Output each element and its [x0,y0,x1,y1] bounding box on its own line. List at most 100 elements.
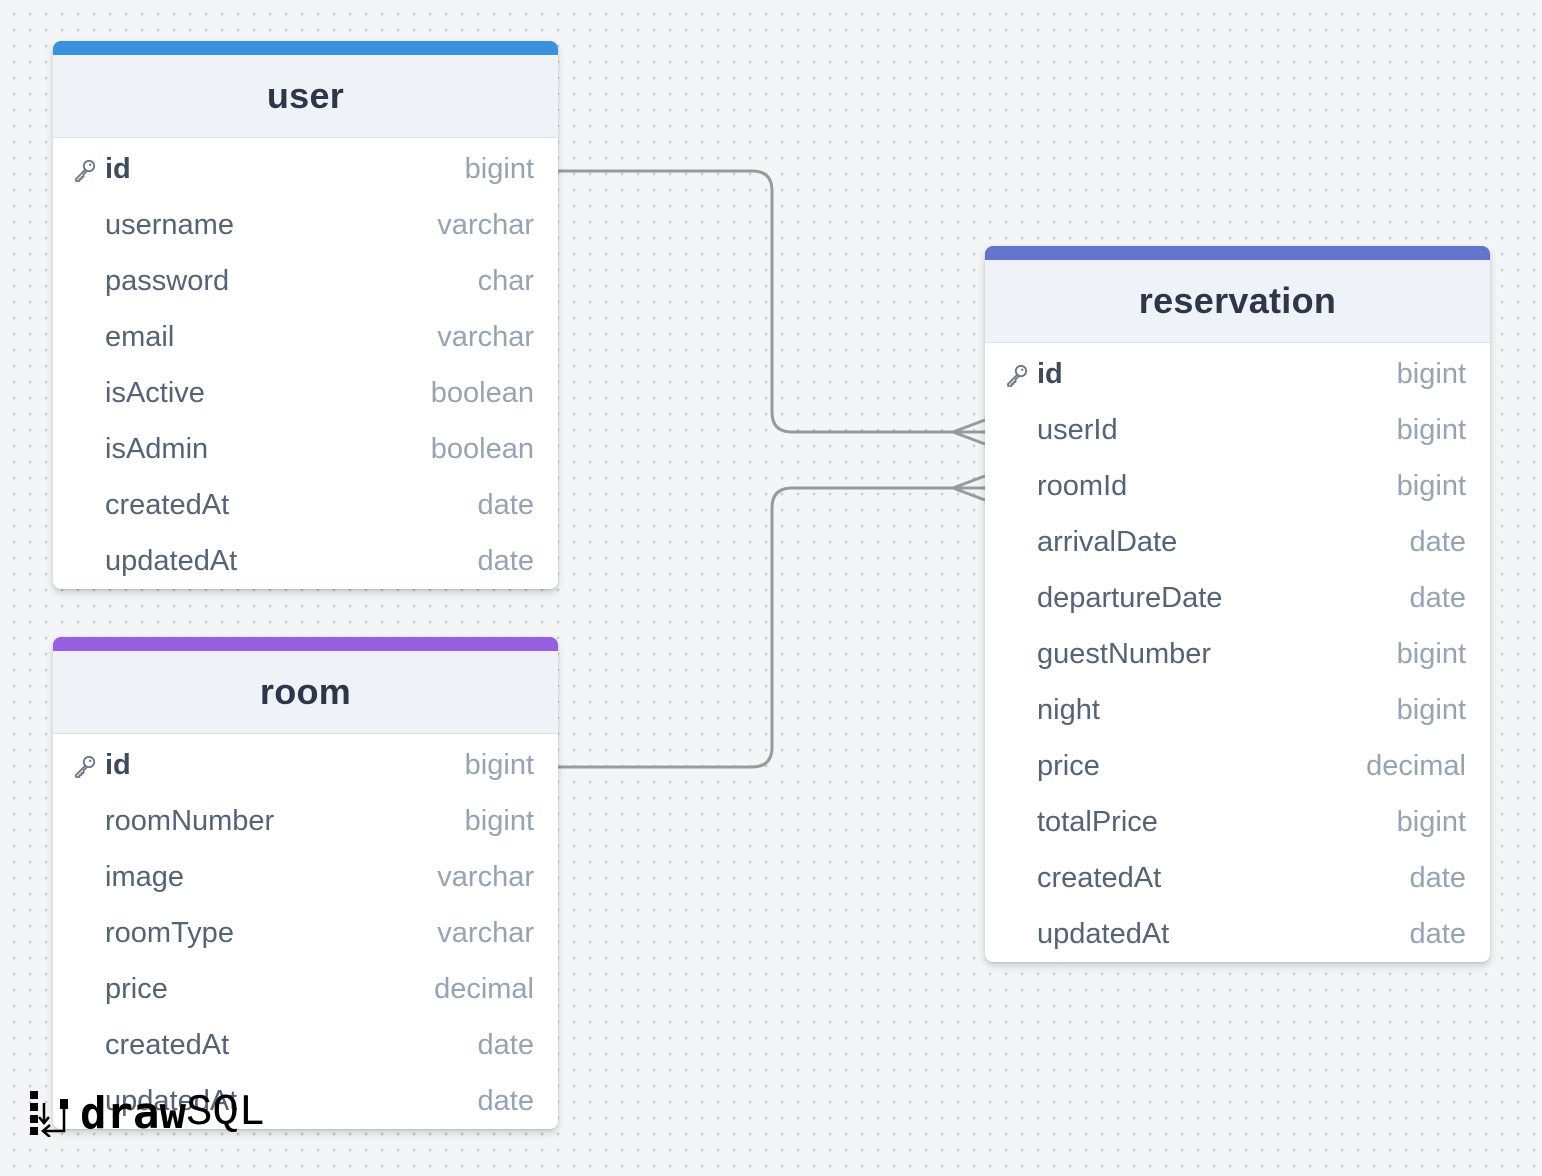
column-name: createdAt [1037,861,1162,894]
brand-name-draw: draw [80,1087,186,1139]
column-name: image [105,860,184,893]
column-row-createdAt[interactable]: createdAt date [53,1017,558,1073]
column-name: createdAt [105,1028,230,1061]
column-name: updatedAt [105,544,238,577]
column-row-isActive[interactable]: isActive boolean [53,365,558,421]
column-type: varchar [437,860,534,893]
column-name: isAdmin [105,432,209,465]
column-row-image[interactable]: image varchar [53,849,558,905]
table-room[interactable]: room id bigint roomNumber bigint image varcha… [53,637,558,1129]
table-title: reservation [1138,280,1337,321]
column-row-createdAt[interactable]: createdAt date [985,850,1490,906]
column-type: decimal [434,972,534,1005]
column-type: varchar [437,208,534,241]
column-name: totalPrice [1037,805,1158,838]
column-list: id bigint userId bigint roomId bigint arrivalD… [985,343,1490,962]
column-name: id [105,748,131,781]
column-type: bigint [1396,693,1466,726]
key-icon [1005,363,1029,387]
column-name: userId [1037,413,1118,446]
column-type: date [477,1028,534,1061]
column-name: password [105,264,230,297]
column-type: boolean [430,432,534,465]
column-name: price [105,972,168,1005]
column-row-email[interactable]: email varchar [53,309,558,365]
table-accent-bar [53,637,558,651]
column-type: decimal [1366,749,1466,782]
column-row-totalPrice[interactable]: totalPrice bigint [985,794,1490,850]
relation-user-reservation[interactable] [557,169,985,434]
column-row-id[interactable]: id bigint [53,141,558,197]
brand-name-sql: SQL [185,1088,266,1138]
column-row-createdAt[interactable]: createdAt date [53,477,558,533]
column-row-userId[interactable]: userId bigint [985,402,1490,458]
column-type: bigint [464,748,534,781]
table-accent-bar [53,41,558,55]
column-name: updatedAt [1037,917,1170,950]
column-name: id [1037,357,1063,390]
column-list: id bigint roomNumber bigint image varchar room… [53,734,558,1129]
column-type: bigint [1396,805,1466,838]
column-type: bigint [464,804,534,837]
column-name: id [105,152,131,185]
column-type: boolean [430,376,534,409]
column-row-updatedAt[interactable]: updatedAt date [985,906,1490,962]
column-name: roomType [105,916,234,949]
table-header[interactable]: user [53,55,558,138]
table-header[interactable]: reservation [985,260,1490,343]
column-row-id[interactable]: id bigint [53,737,558,793]
drawsql-logo[interactable]: draw SQL [28,1086,265,1140]
column-row-isAdmin[interactable]: isAdmin boolean [53,421,558,477]
column-type: bigint [1396,469,1466,502]
column-row-username[interactable]: username varchar [53,197,558,253]
column-type: varchar [437,320,534,353]
column-row-guestNumber[interactable]: guestNumber bigint [985,626,1490,682]
column-type: bigint [464,152,534,185]
column-name: username [105,208,234,241]
column-type: bigint [1396,357,1466,390]
column-name: isActive [105,376,205,409]
column-row-arrivalDate[interactable]: arrivalDate date [985,514,1490,570]
table-reservation[interactable]: reservation id bigint userId bigint roomId bi… [985,246,1490,962]
table-accent-bar [985,246,1490,260]
column-name: arrivalDate [1037,525,1178,558]
crowfoot-userId [948,418,986,446]
column-name: createdAt [105,488,230,521]
column-row-price[interactable]: price decimal [985,738,1490,794]
column-type: char [477,264,534,297]
column-name: night [1037,693,1100,726]
column-row-night[interactable]: night bigint [985,682,1490,738]
column-type: date [1409,917,1466,950]
column-name: email [105,320,175,353]
column-name: roomId [1037,469,1128,502]
column-type: date [477,1084,534,1117]
column-row-password[interactable]: password char [53,253,558,309]
column-row-id[interactable]: id bigint [985,346,1490,402]
column-name: price [1037,749,1100,782]
column-type: date [1409,861,1466,894]
drawsql-logo-icon [30,1091,68,1137]
relation-room-reservation[interactable] [557,486,985,769]
column-type: bigint [1396,637,1466,670]
table-title: user [266,75,345,116]
table-title: room [259,671,352,712]
column-type: date [477,488,534,521]
column-type: bigint [1396,413,1466,446]
column-row-price[interactable]: price decimal [53,961,558,1017]
table-header[interactable]: room [53,651,558,734]
column-name: guestNumber [1037,637,1212,670]
table-user[interactable]: user id bigint username varchar password char… [53,41,558,589]
column-row-updatedAt[interactable]: updatedAt date [53,533,558,589]
key-icon [73,158,97,182]
column-name: roomNumber [105,804,275,837]
column-row-roomId[interactable]: roomId bigint [985,458,1490,514]
column-row-roomNumber[interactable]: roomNumber bigint [53,793,558,849]
column-type: date [477,544,534,577]
column-type: date [1409,581,1466,614]
key-icon [73,754,97,778]
column-type: date [1409,525,1466,558]
